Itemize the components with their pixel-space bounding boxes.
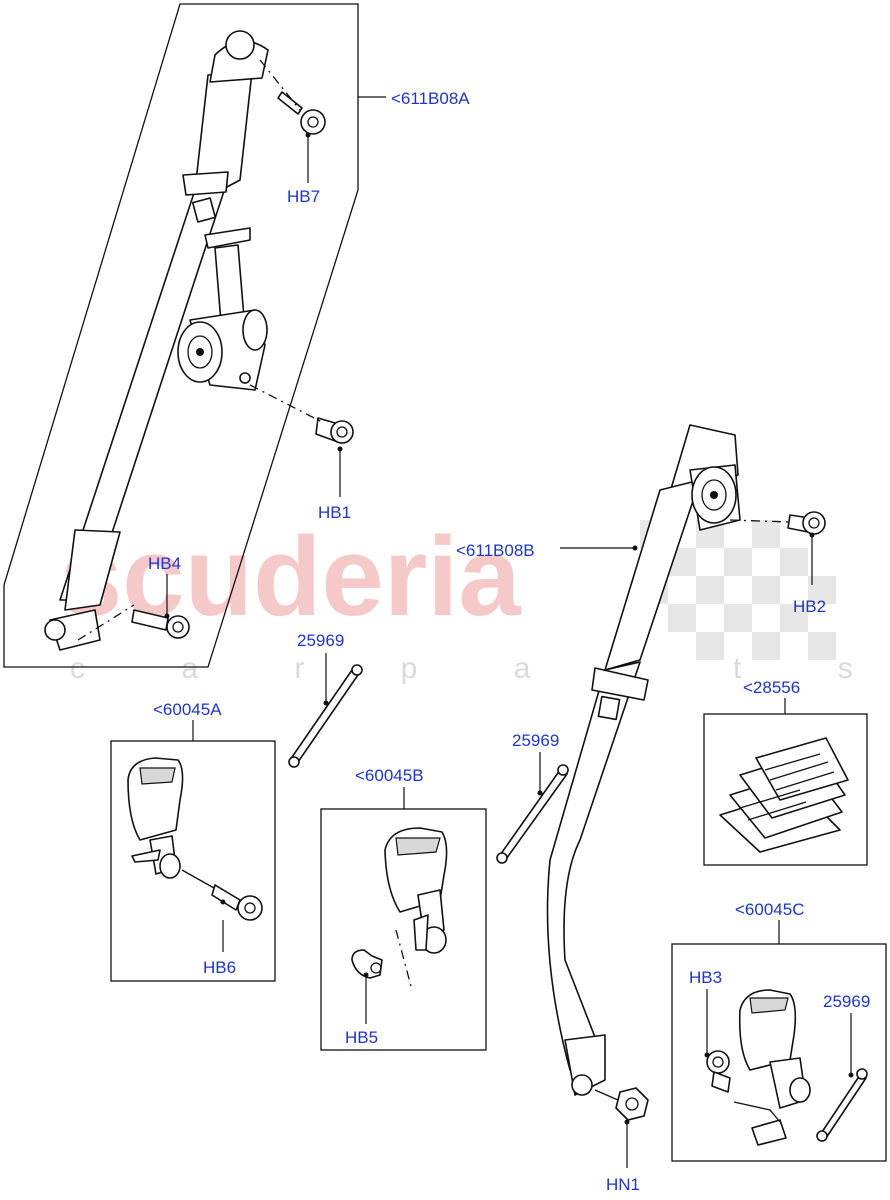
buckle-a-icon <box>127 757 184 879</box>
label-hb3: HB3 <box>689 968 722 987</box>
bolt-hb5-icon <box>351 949 383 979</box>
leader-lines <box>164 96 854 1168</box>
bolt-hb2-icon <box>787 511 826 535</box>
label-hn1: HN1 <box>606 1175 640 1194</box>
label-25969-c: 25969 <box>823 992 870 1011</box>
bolt-hb1-icon <box>315 417 354 444</box>
label-611b08a: <611B08A <box>391 89 470 108</box>
strap-25969-icon-3 <box>816 1068 868 1142</box>
label-hb2: HB2 <box>793 597 826 616</box>
callout-labels: <611B08A HB7 HB1 HB4 25969 <60045A HB6 <… <box>148 89 870 1194</box>
bolt-hb3-icon <box>706 1050 731 1093</box>
nut-hn1-icon <box>615 1087 649 1121</box>
rear-belt-left-webbing <box>44 30 269 651</box>
label-hb1: HB1 <box>318 503 351 522</box>
label-60045c: <60045C <box>735 900 804 919</box>
label-25969-b: 25969 <box>512 731 559 750</box>
bolt-hb4-icon <box>131 609 190 639</box>
label-hb7: HB7 <box>287 187 320 206</box>
label-25969-a: 25969 <box>297 631 344 650</box>
label-60045b: <60045B <box>355 766 424 785</box>
bolt-hb6-icon <box>211 884 263 921</box>
bolt-hb7-icon <box>277 91 326 135</box>
label-28556: <28556 <box>743 678 800 697</box>
strap-25969-icon-2 <box>496 764 569 864</box>
label-hb5: HB5 <box>345 1028 378 1047</box>
label-60045a: <60045A <box>153 700 222 719</box>
belt-assembly-frame-left <box>3 3 359 668</box>
rear-belt-left-retractor <box>177 309 268 391</box>
strap-25969-icon <box>288 664 363 768</box>
label-611b08b: <611B08B <box>456 541 535 560</box>
buckle-c-icon <box>733 989 811 1146</box>
buckle-b-icon <box>384 827 448 954</box>
rear-belt-right-retractor <box>689 464 741 531</box>
label-hb6: HB6 <box>203 958 236 977</box>
watermark: scuderia c a r p a r t s <box>60 514 890 685</box>
watermark-text: scuderia <box>60 514 521 639</box>
instruction-sheets-icon <box>719 737 849 853</box>
watermark-subtext: c a r p a r t s <box>70 652 890 685</box>
label-hb4: HB4 <box>148 554 181 573</box>
